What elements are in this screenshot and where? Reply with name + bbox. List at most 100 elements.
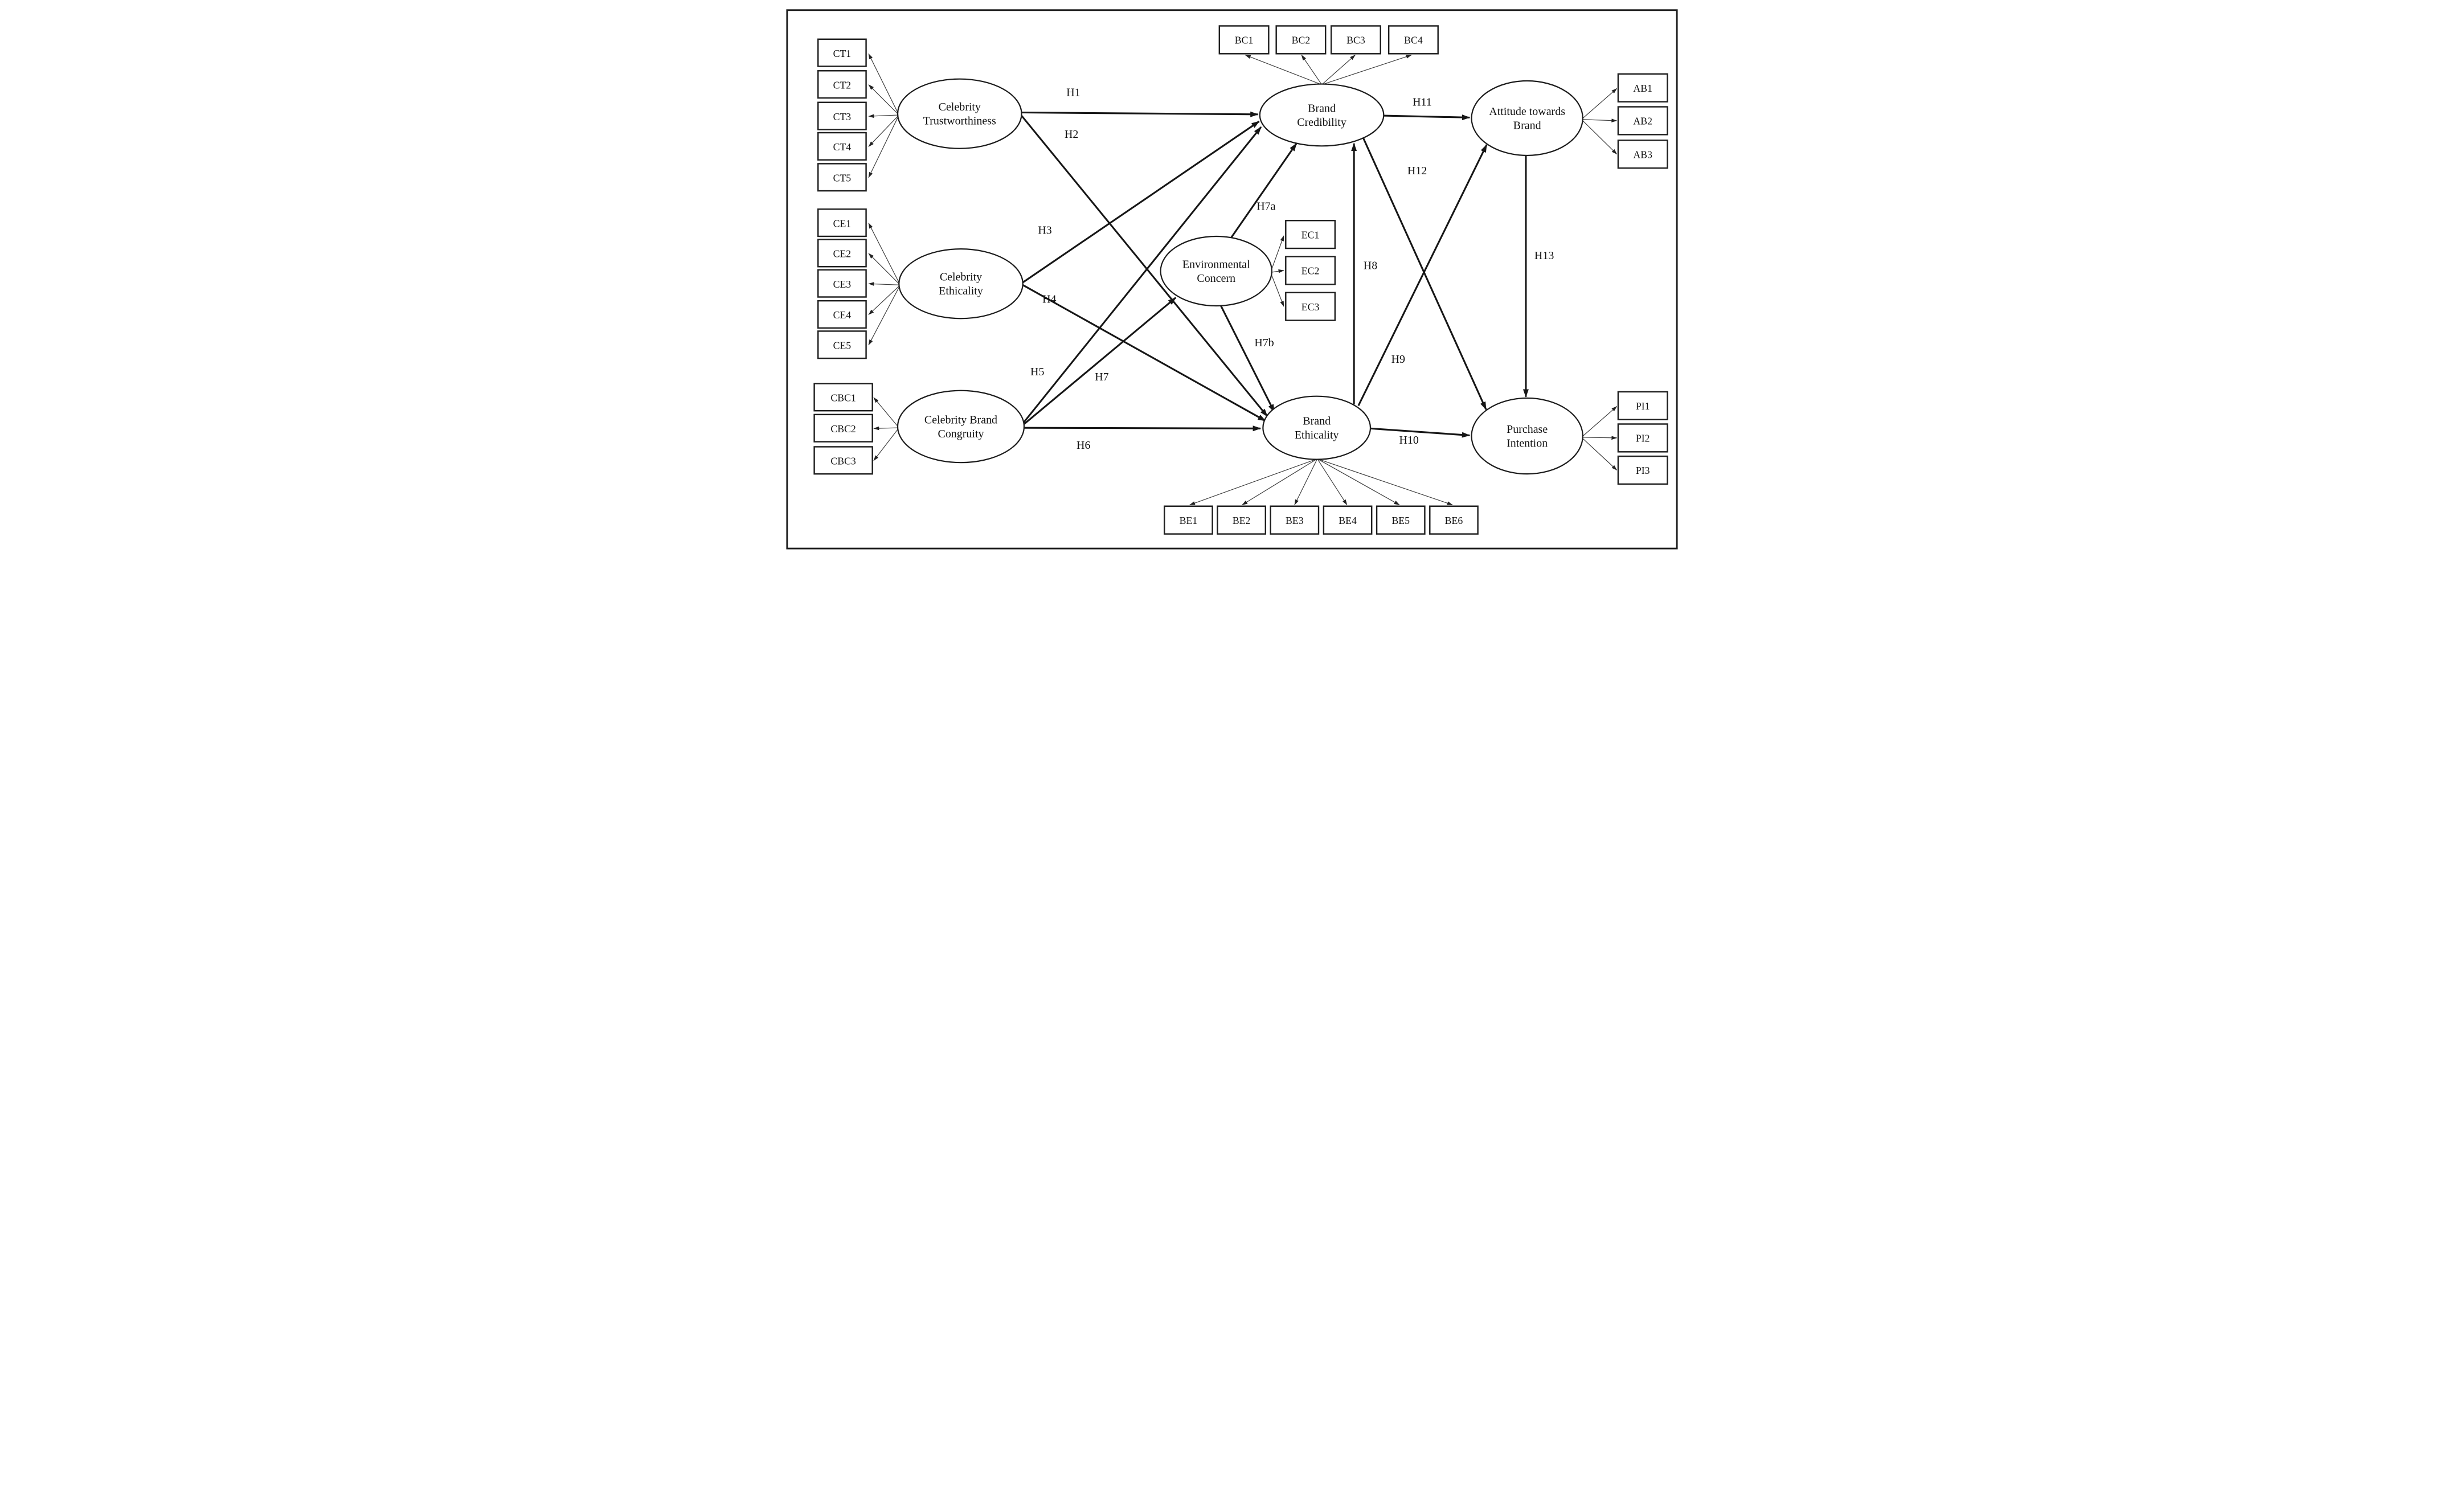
latent-label: Celebrity bbox=[939, 101, 981, 113]
svg-text:BE1: BE1 bbox=[1180, 515, 1198, 526]
loading-arrow-ab1 bbox=[1581, 88, 1618, 120]
svg-text:CBC1: CBC1 bbox=[830, 392, 856, 404]
svg-text:CE3: CE3 bbox=[833, 279, 852, 290]
svg-text:CT2: CT2 bbox=[833, 79, 852, 91]
indicator-ct2: CT2 bbox=[817, 70, 867, 99]
svg-text:BC2: BC2 bbox=[1292, 35, 1311, 46]
svg-text:PI1: PI1 bbox=[1636, 400, 1650, 412]
loading-arrow-ce1 bbox=[868, 223, 901, 285]
latent-label: Brand bbox=[1308, 102, 1336, 114]
indicator-ec3: EC3 bbox=[1285, 292, 1336, 321]
loading-arrow-ct4 bbox=[868, 114, 899, 147]
svg-text:CBC3: CBC3 bbox=[830, 456, 856, 467]
path-h9-label: H9 bbox=[1391, 353, 1405, 366]
latent-label: Ethicality bbox=[939, 285, 983, 297]
indicator-pi3: PI3 bbox=[1617, 455, 1668, 485]
indicator-bc4: BC4 bbox=[1387, 25, 1439, 55]
loading-arrow-be5 bbox=[1317, 458, 1400, 506]
svg-text:CE1: CE1 bbox=[833, 218, 852, 229]
path-h7a-label: H7a bbox=[1256, 200, 1275, 212]
latent-label: Congruity bbox=[938, 428, 984, 440]
svg-text:PI3: PI3 bbox=[1636, 465, 1650, 476]
latent-label: Trustworthiness bbox=[923, 115, 996, 128]
path-h3-arrow bbox=[1022, 120, 1260, 284]
latent-brand-credibility: Brand Credibility bbox=[1259, 83, 1385, 147]
path-h6-label: H6 bbox=[1077, 439, 1090, 452]
loading-arrow-bc2 bbox=[1301, 55, 1323, 85]
indicator-ct3: CT3 bbox=[817, 101, 867, 130]
loading-arrow-ec3 bbox=[1270, 272, 1284, 307]
path-h3-label: H3 bbox=[1038, 224, 1051, 237]
loading-arrow-ct5 bbox=[868, 114, 899, 178]
indicator-ct4: CT4 bbox=[817, 132, 867, 161]
svg-text:CE2: CE2 bbox=[833, 248, 852, 260]
indicator-cbc2: CBC2 bbox=[813, 413, 873, 443]
path-h2-arrow bbox=[1021, 115, 1268, 417]
loading-arrow-ec2 bbox=[1270, 269, 1284, 273]
latent-label: Intention bbox=[1507, 437, 1548, 449]
latent-label: Concern bbox=[1197, 272, 1235, 285]
path-h10-arrow bbox=[1370, 427, 1471, 438]
latent-label: Environmental bbox=[1182, 258, 1250, 271]
loading-arrow-bc3 bbox=[1321, 55, 1356, 85]
svg-text:BE4: BE4 bbox=[1339, 515, 1357, 526]
sem-model-diagram: H1 H2 H3 H4 H5 H6 H7 H7a H7b H8 H9 H10 H… bbox=[776, 0, 1688, 556]
loading-arrow-be1 bbox=[1189, 458, 1317, 506]
indicator-cbc3: CBC3 bbox=[813, 446, 873, 475]
loading-arrow-ce2 bbox=[868, 253, 901, 285]
indicator-ec2: EC2 bbox=[1285, 256, 1336, 285]
loading-arrow-cbc3 bbox=[873, 427, 899, 461]
hypothesis-labels: H1 H2 H3 H4 H5 H6 H7 H7a H7b H8 H9 H10 H… bbox=[1030, 87, 1554, 452]
loading-arrow-ce3 bbox=[868, 282, 901, 286]
svg-text:EC1: EC1 bbox=[1301, 229, 1320, 240]
loading-arrow-pi1 bbox=[1581, 406, 1618, 438]
indicator-be2: BE2 bbox=[1217, 505, 1267, 535]
indicator-ce2: CE2 bbox=[817, 239, 867, 268]
indicator-cbc1: CBC1 bbox=[813, 383, 873, 412]
loading-arrow-ct3 bbox=[868, 114, 899, 118]
svg-text:CE5: CE5 bbox=[833, 339, 852, 351]
svg-text:PI2: PI2 bbox=[1636, 433, 1650, 444]
path-h4-label: H4 bbox=[1042, 293, 1056, 305]
svg-text:BC3: BC3 bbox=[1346, 35, 1365, 46]
latent-celebrity-ethicality: Celebrity Ethicality bbox=[898, 248, 1024, 320]
svg-text:BE3: BE3 bbox=[1286, 515, 1304, 526]
path-h7b-arrow bbox=[1219, 305, 1275, 413]
loading-arrow-be6 bbox=[1317, 458, 1453, 506]
svg-text:CT5: CT5 bbox=[833, 172, 852, 183]
loading-arrow-cbc1 bbox=[873, 397, 899, 428]
indicator-ct1: CT1 bbox=[817, 38, 867, 67]
svg-text:BC4: BC4 bbox=[1404, 35, 1423, 46]
svg-text:BE5: BE5 bbox=[1391, 515, 1410, 526]
indicator-ce4: CE4 bbox=[817, 300, 867, 329]
loading-arrow-ab2 bbox=[1581, 118, 1618, 122]
indicator-pi1: PI1 bbox=[1617, 391, 1668, 420]
indicator-boxes: CT1 CT2 CT3 CT4 CT5 CE1 CE2 CE3 CE4 CE5 … bbox=[813, 25, 1668, 535]
latent-celebrity-brand-congruity: Celebrity Brand Congruity bbox=[897, 390, 1025, 464]
path-h7b-label: H7b bbox=[1254, 337, 1274, 349]
svg-text:CT4: CT4 bbox=[833, 141, 852, 153]
path-h1-label: H1 bbox=[1066, 87, 1080, 99]
svg-text:CT1: CT1 bbox=[833, 48, 852, 59]
indicator-be4: BE4 bbox=[1323, 505, 1373, 535]
loading-arrow-ct1 bbox=[868, 53, 899, 116]
svg-text:AB3: AB3 bbox=[1633, 149, 1652, 160]
latent-label: Credibility bbox=[1297, 116, 1346, 129]
svg-text:EC2: EC2 bbox=[1301, 265, 1320, 277]
indicator-be5: BE5 bbox=[1376, 505, 1426, 535]
latent-label: Celebrity Brand bbox=[924, 413, 997, 426]
loading-arrow-ct2 bbox=[868, 84, 899, 116]
path-h4-arrow bbox=[1022, 284, 1266, 422]
latent-label: Purchase bbox=[1507, 423, 1548, 436]
indicator-be1: BE1 bbox=[1164, 505, 1213, 535]
latent-label: Attitude towards bbox=[1489, 105, 1565, 118]
indicator-ab2: AB2 bbox=[1617, 106, 1668, 136]
svg-text:BE6: BE6 bbox=[1445, 515, 1463, 526]
path-h1-arrow bbox=[1021, 111, 1259, 117]
path-h10-label: H10 bbox=[1399, 434, 1418, 447]
path-h7a-arrow bbox=[1229, 142, 1298, 241]
loading-arrow-be3 bbox=[1294, 458, 1318, 506]
path-h9-arrow bbox=[1357, 144, 1488, 407]
latent-attitude-towards-brand: Attitude towards Brand bbox=[1471, 80, 1583, 157]
indicator-ce1: CE1 bbox=[817, 208, 867, 237]
